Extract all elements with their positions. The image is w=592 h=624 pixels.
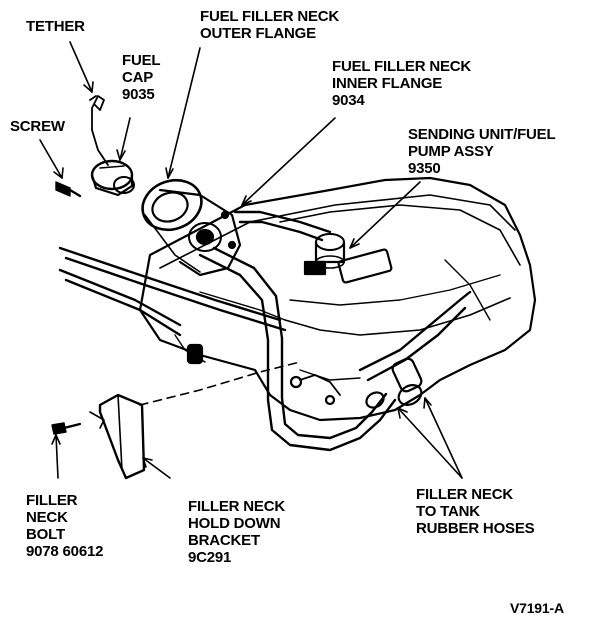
filler-neck-bolt	[51, 422, 82, 435]
leader-lines	[39, 41, 463, 479]
label-hold-down-bracket-line-3: BRACKET	[188, 532, 260, 549]
screw	[55, 181, 82, 198]
label-rubber-hoses-line-2: TO TANK	[416, 503, 480, 520]
label-fuel-cap-line-3: 9035	[122, 86, 155, 103]
label-tether: TETHER	[26, 18, 85, 35]
label-filler-neck-bolt-line-1: FILLER	[26, 492, 78, 509]
label-inner-flange-line-3: 9034	[332, 92, 365, 109]
label-inner-flange: FUEL FILLER NECK INNER FLANGE 9034	[332, 58, 471, 109]
figure-id: V7191-A	[510, 600, 564, 617]
label-fuel-cap: FUEL CAP 9035	[122, 52, 161, 103]
label-outer-flange: FUEL FILLER NECK OUTER FLANGE	[200, 8, 339, 42]
hold-down-bracket	[89, 393, 146, 480]
label-filler-neck-bolt-line-4: 9078 60612	[26, 543, 104, 560]
fuel-cap	[90, 159, 135, 197]
tank-straps	[58, 246, 287, 337]
label-filler-neck-bolt: FILLER NECK BOLT 9078 60612	[26, 492, 103, 560]
label-rubber-hoses-line-3: RUBBER HOSES	[416, 520, 535, 537]
label-sending-unit-line-1: SENDING UNIT/FUEL	[408, 126, 556, 143]
label-filler-neck-bolt-line-2: NECK	[26, 509, 68, 526]
tether	[89, 95, 109, 166]
label-inner-flange-line-2: INNER FLANGE	[332, 75, 443, 92]
label-sending-unit: SENDING UNIT/FUEL PUMP ASSY 9350	[408, 126, 556, 177]
filler-neck-tube	[198, 210, 472, 452]
label-hold-down-bracket: FILLER NECK HOLD DOWN BRACKET 9C291	[188, 498, 285, 566]
label-fuel-cap-line-2: CAP	[122, 69, 154, 86]
label-sending-unit-line-2: PUMP ASSY	[408, 143, 494, 160]
sending-unit	[303, 233, 393, 284]
label-inner-flange-line-1: FUEL FILLER NECK	[332, 58, 472, 75]
label-hold-down-bracket-line-4: 9C291	[188, 549, 232, 566]
label-rubber-hoses-line-1: FILLER NECK	[416, 486, 513, 503]
rubber-hoses	[289, 357, 423, 409]
outer-flange	[141, 178, 242, 277]
label-screw-line-1: SCREW	[10, 118, 65, 135]
alignment-dash	[139, 361, 301, 406]
label-screw: SCREW	[10, 118, 65, 135]
label-sending-unit-line-3: 9350	[408, 160, 441, 177]
label-hold-down-bracket-line-2: HOLD DOWN	[188, 515, 281, 532]
label-tether-line-1: TETHER	[26, 18, 85, 35]
label-outer-flange-line-2: OUTER FLANGE	[200, 25, 316, 42]
label-filler-neck-bolt-line-3: BOLT	[26, 526, 65, 543]
label-fuel-cap-line-1: FUEL	[122, 52, 161, 69]
label-hold-down-bracket-line-1: FILLER NECK	[188, 498, 285, 515]
figure-id-text: V7191-A	[510, 600, 564, 616]
label-rubber-hoses: FILLER NECK TO TANK RUBBER HOSES	[416, 486, 535, 537]
fuel-tank	[138, 176, 537, 422]
label-outer-flange-line-1: FUEL FILLER NECK	[200, 8, 340, 25]
